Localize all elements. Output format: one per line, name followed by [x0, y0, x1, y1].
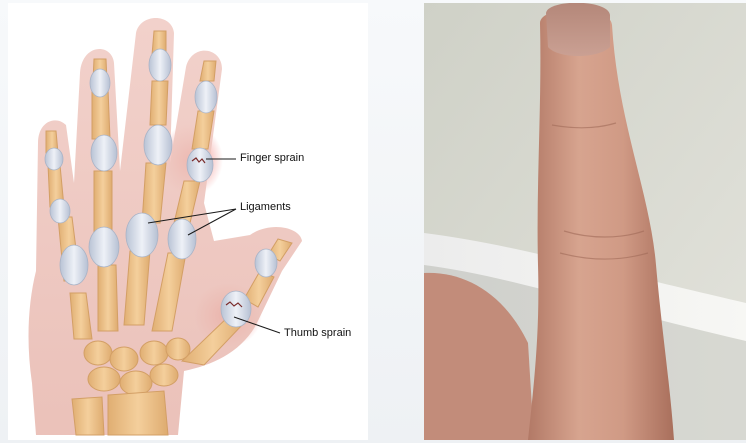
fingernail — [546, 3, 610, 56]
hand-anatomy-drawing — [8, 3, 368, 440]
hand-sprain-illustration: Finger sprain Ligaments Thumb sprain — [8, 3, 368, 440]
swollen-finger-photo — [424, 3, 746, 440]
finger-photo-drawing — [424, 3, 746, 440]
thumb-sprain-label: Thumb sprain — [284, 328, 351, 339]
finger-sprain-label: Finger sprain — [240, 153, 304, 164]
ligaments-label: Ligaments — [240, 202, 291, 213]
